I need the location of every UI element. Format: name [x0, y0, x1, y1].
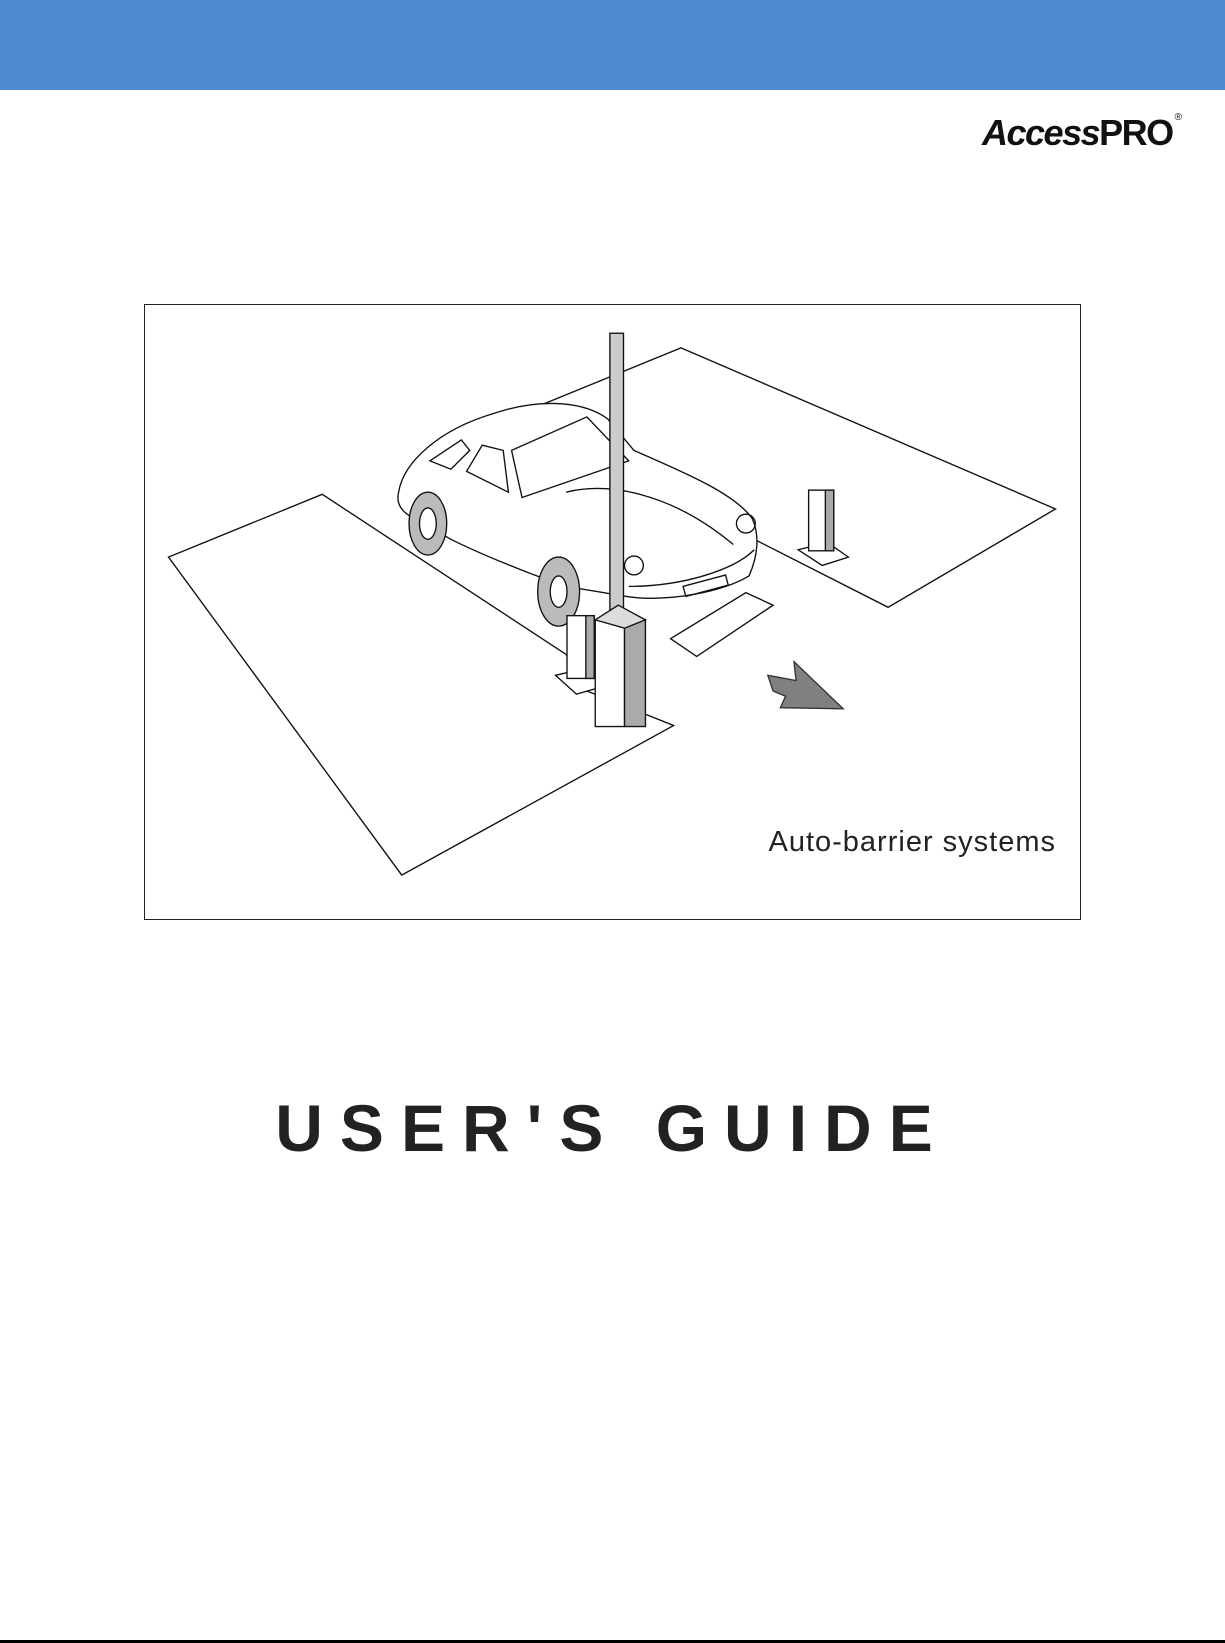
bottom-rule [0, 1640, 1225, 1643]
registered-mark: ® [1174, 112, 1182, 123]
header-bar [0, 0, 1225, 90]
document-title: USER'S GUIDE [275, 1091, 950, 1165]
barrier-cabinet [593, 604, 648, 728]
logo-text-pro: PRO [1099, 112, 1174, 153]
illustration-frame: Auto-barrier systems [144, 304, 1081, 920]
illustration-caption: Auto-barrier systems [768, 826, 1056, 858]
small-post-left [554, 614, 608, 695]
barrier-arm [609, 332, 625, 619]
accesspro-logo: AccessPRO® [982, 112, 1182, 154]
car-icon [397, 402, 758, 627]
direction-arrow-icon [766, 659, 845, 710]
small-post-right [796, 489, 850, 567]
logo-text-access: Access [982, 112, 1101, 153]
ground-sensor [669, 591, 775, 658]
auto-barrier-illustration [167, 332, 1057, 876]
